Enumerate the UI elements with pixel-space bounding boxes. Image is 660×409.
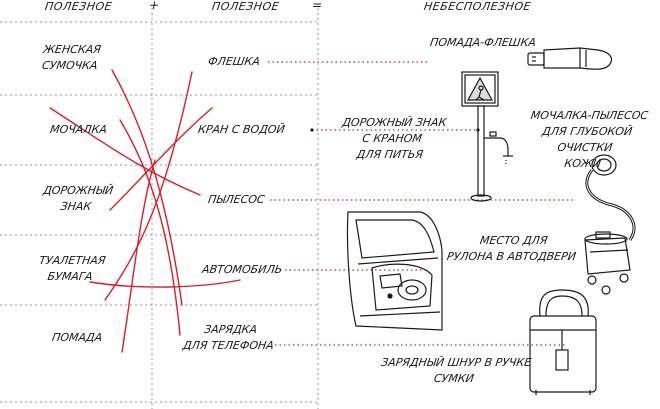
- result-lipstick-flash-drive: ПОМАДА-ФЛЕШКА: [429, 36, 537, 49]
- middle-item-flash-drive: ФЛЕШКА: [207, 55, 261, 68]
- red-cross-curves: [49, 69, 241, 353]
- left-item-lipstick: ПОМАДА: [51, 331, 104, 344]
- vacuum-cleaner-icon: [584, 154, 636, 295]
- header-useful-2: ПОЛЕЗНОЕ: [211, 0, 281, 13]
- middle-item-vacuum: ПЫЛЕСОС: [207, 193, 266, 206]
- car-door-icon: [346, 211, 443, 331]
- curve-2: [104, 71, 193, 301]
- header-not-useless: НЕБЕСПОЛЕЗНОЕ: [423, 0, 532, 13]
- left-item-washcloth: МОЧАЛКА: [49, 123, 108, 136]
- curve-7: [49, 107, 201, 196]
- header-useful-1: ПОЛЕЗНОЕ: [44, 0, 114, 13]
- endpoint-dot: [310, 128, 314, 132]
- connector-endpoints: [310, 128, 480, 132]
- header-plus: +: [148, 0, 161, 12]
- result-road-sign-with-tap: ДОРОЖНЫЙ ЗНАК С КРАНОМ ДЛЯ ПИТЬЯ: [341, 116, 448, 161]
- header-equals: =: [311, 0, 324, 12]
- road-sign-with-tap-icon: [461, 71, 513, 202]
- result-roll-holder-car-door: МЕСТО ДЛЯ РУЛОНА В АВТОДВЕРИ: [446, 234, 577, 263]
- middle-item-water-tap: КРАН С ВОДОЙ: [197, 123, 286, 136]
- handbag-icon: [529, 289, 597, 395]
- curve-5: [121, 159, 156, 353]
- curve-3: [119, 119, 181, 336]
- grid-lines: [0, 8, 319, 409]
- lipstick-flash-drive-icon: [527, 47, 613, 70]
- result-washcloth-vacuum: МОЧАЛКА-ПЫЛЕСОС ДЛЯ ГЛУБОКОЙ ОЧИСТКИ КОЖ…: [529, 109, 650, 170]
- left-item-handbag: ЖЕНСКАЯ СУМОЧКА: [41, 43, 102, 72]
- endpoint-dot: [476, 128, 480, 132]
- left-item-toilet-paper: ТУАЛЕТНАЯ БУМАГА: [38, 254, 107, 283]
- curve-6: [89, 279, 241, 288]
- middle-item-car: АВТОМОБИЛЬ: [201, 263, 284, 276]
- left-item-road-sign: ДОРОЖНЫЙ ЗНАК: [42, 184, 115, 213]
- middle-item-phone-charger: ЗАРЯДКА ДЛЯ ТЕЛЕФОНА: [182, 323, 275, 352]
- curve-1: [111, 69, 183, 306]
- curve-4: [109, 107, 213, 211]
- result-charger-bag-handle: ЗАРЯДНЫЙ ШНУР В РУЧКЕ СУМКИ: [380, 356, 533, 385]
- connector-lines: [268, 61, 576, 346]
